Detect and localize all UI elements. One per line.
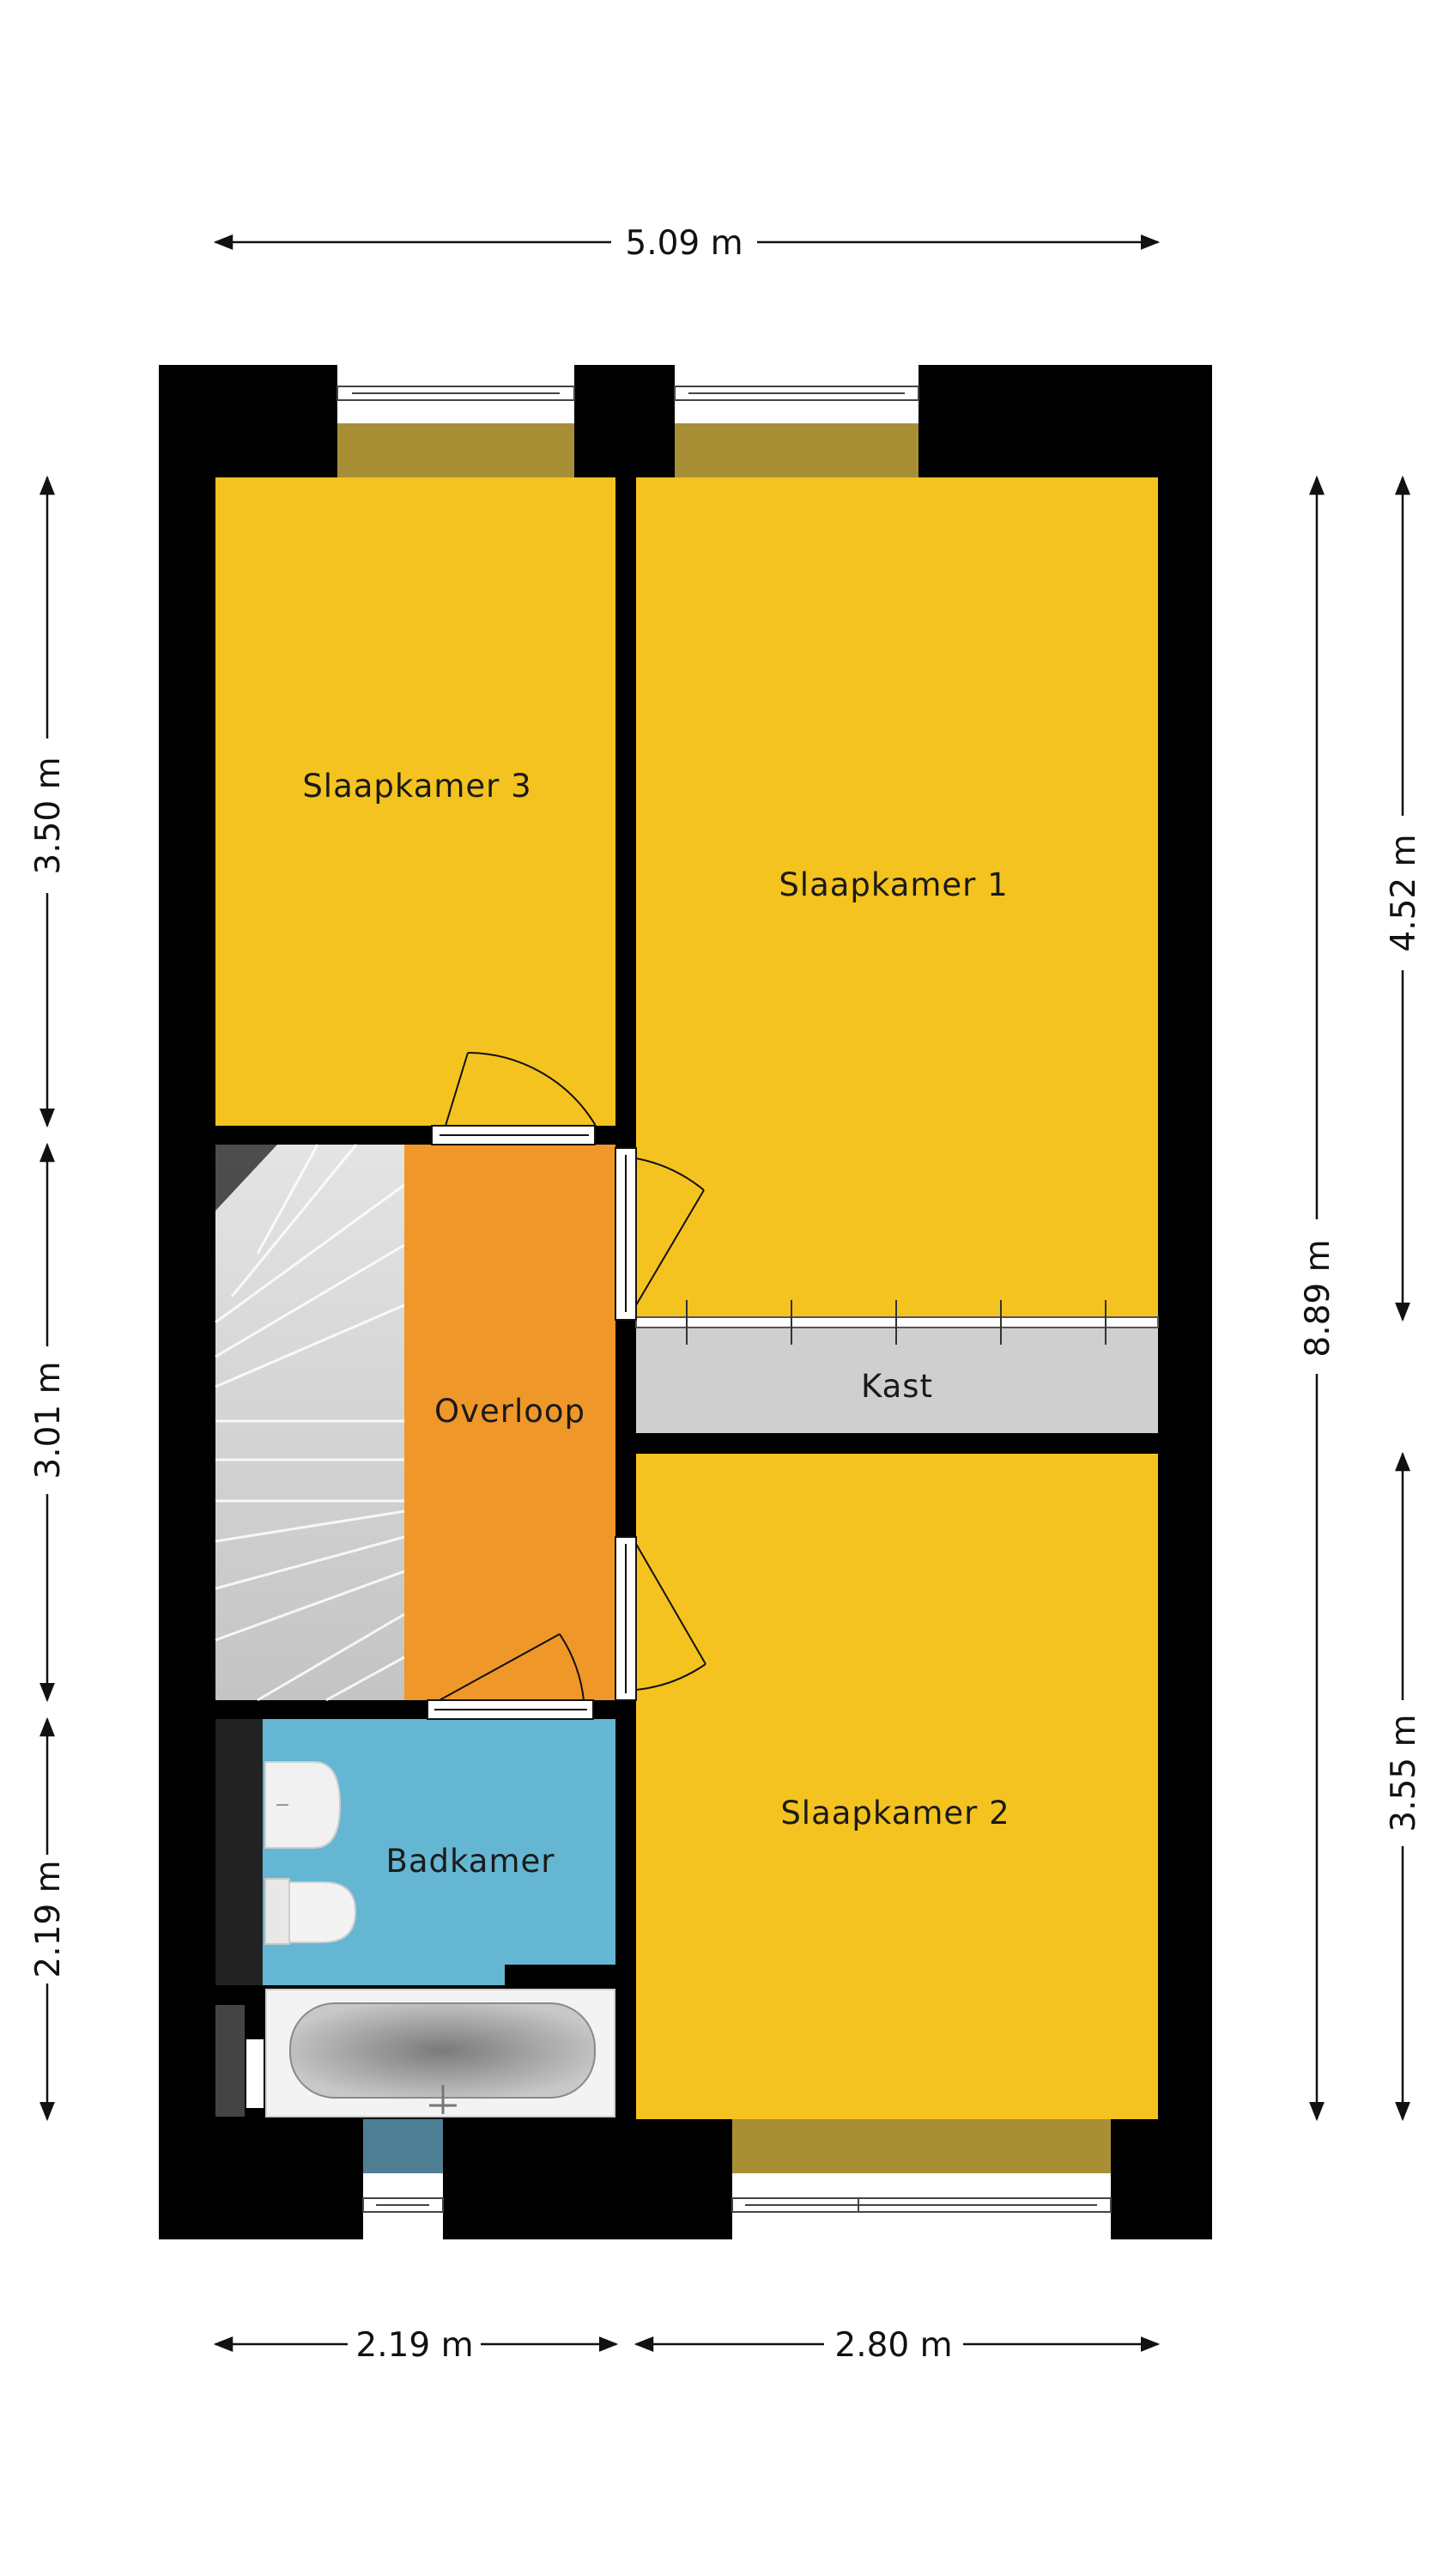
closet-doors	[635, 1300, 1159, 1345]
window-sill	[675, 423, 919, 477]
label-slaapkamer-1: Slaapkamer 1	[779, 866, 1008, 903]
dimension-bottom-left: 2.19 m	[355, 2326, 473, 2365]
dimension-bottom-right: 2.80 m	[834, 2326, 952, 2365]
label-badkamer: Badkamer	[385, 1843, 555, 1880]
toilet-icon	[264, 1878, 357, 1945]
room-overloop	[404, 1145, 615, 1700]
dimension-right-top: 4.52 m	[1385, 834, 1423, 951]
dimension-right-bottom: 3.55 m	[1385, 1714, 1423, 1832]
dimension-top-width: 5.09 m	[625, 224, 743, 263]
window-sill	[732, 2119, 1111, 2173]
dimension-left-middle: 3.01 m	[29, 1361, 68, 1479]
bathroom-shelf	[215, 2005, 245, 2117]
door-slaapkamer-3	[431, 1052, 597, 1145]
room-slaapkamer-2	[636, 1454, 1158, 2119]
label-slaapkamer-3: Slaapkamer 3	[302, 768, 531, 805]
dimension-left-bottom: 2.19 m	[29, 1860, 68, 1978]
door-badkamer	[427, 1633, 594, 1720]
room-slaapkamer-3	[215, 477, 615, 1126]
stair-steps	[215, 1144, 405, 1702]
room-slaapkamer-1	[636, 477, 1158, 1320]
dimension-right-total: 8.89 m	[1299, 1239, 1337, 1357]
label-kast: Kast	[861, 1368, 933, 1405]
bathroom-fixture-wall	[215, 1719, 263, 1985]
sink-icon	[264, 1761, 342, 1849]
bathroom-notch	[505, 1965, 615, 1985]
door-slaapkamer-2	[615, 1536, 706, 1701]
window-sill	[337, 423, 574, 477]
door-slaapkamer-1	[615, 1147, 705, 1321]
bathtub-icon	[265, 1989, 615, 2117]
label-overloop: Overloop	[434, 1393, 585, 1430]
label-slaapkamer-2: Slaapkamer 2	[780, 1795, 1009, 1832]
dimension-left-top: 3.50 m	[29, 756, 68, 874]
window-sill	[363, 2119, 443, 2173]
